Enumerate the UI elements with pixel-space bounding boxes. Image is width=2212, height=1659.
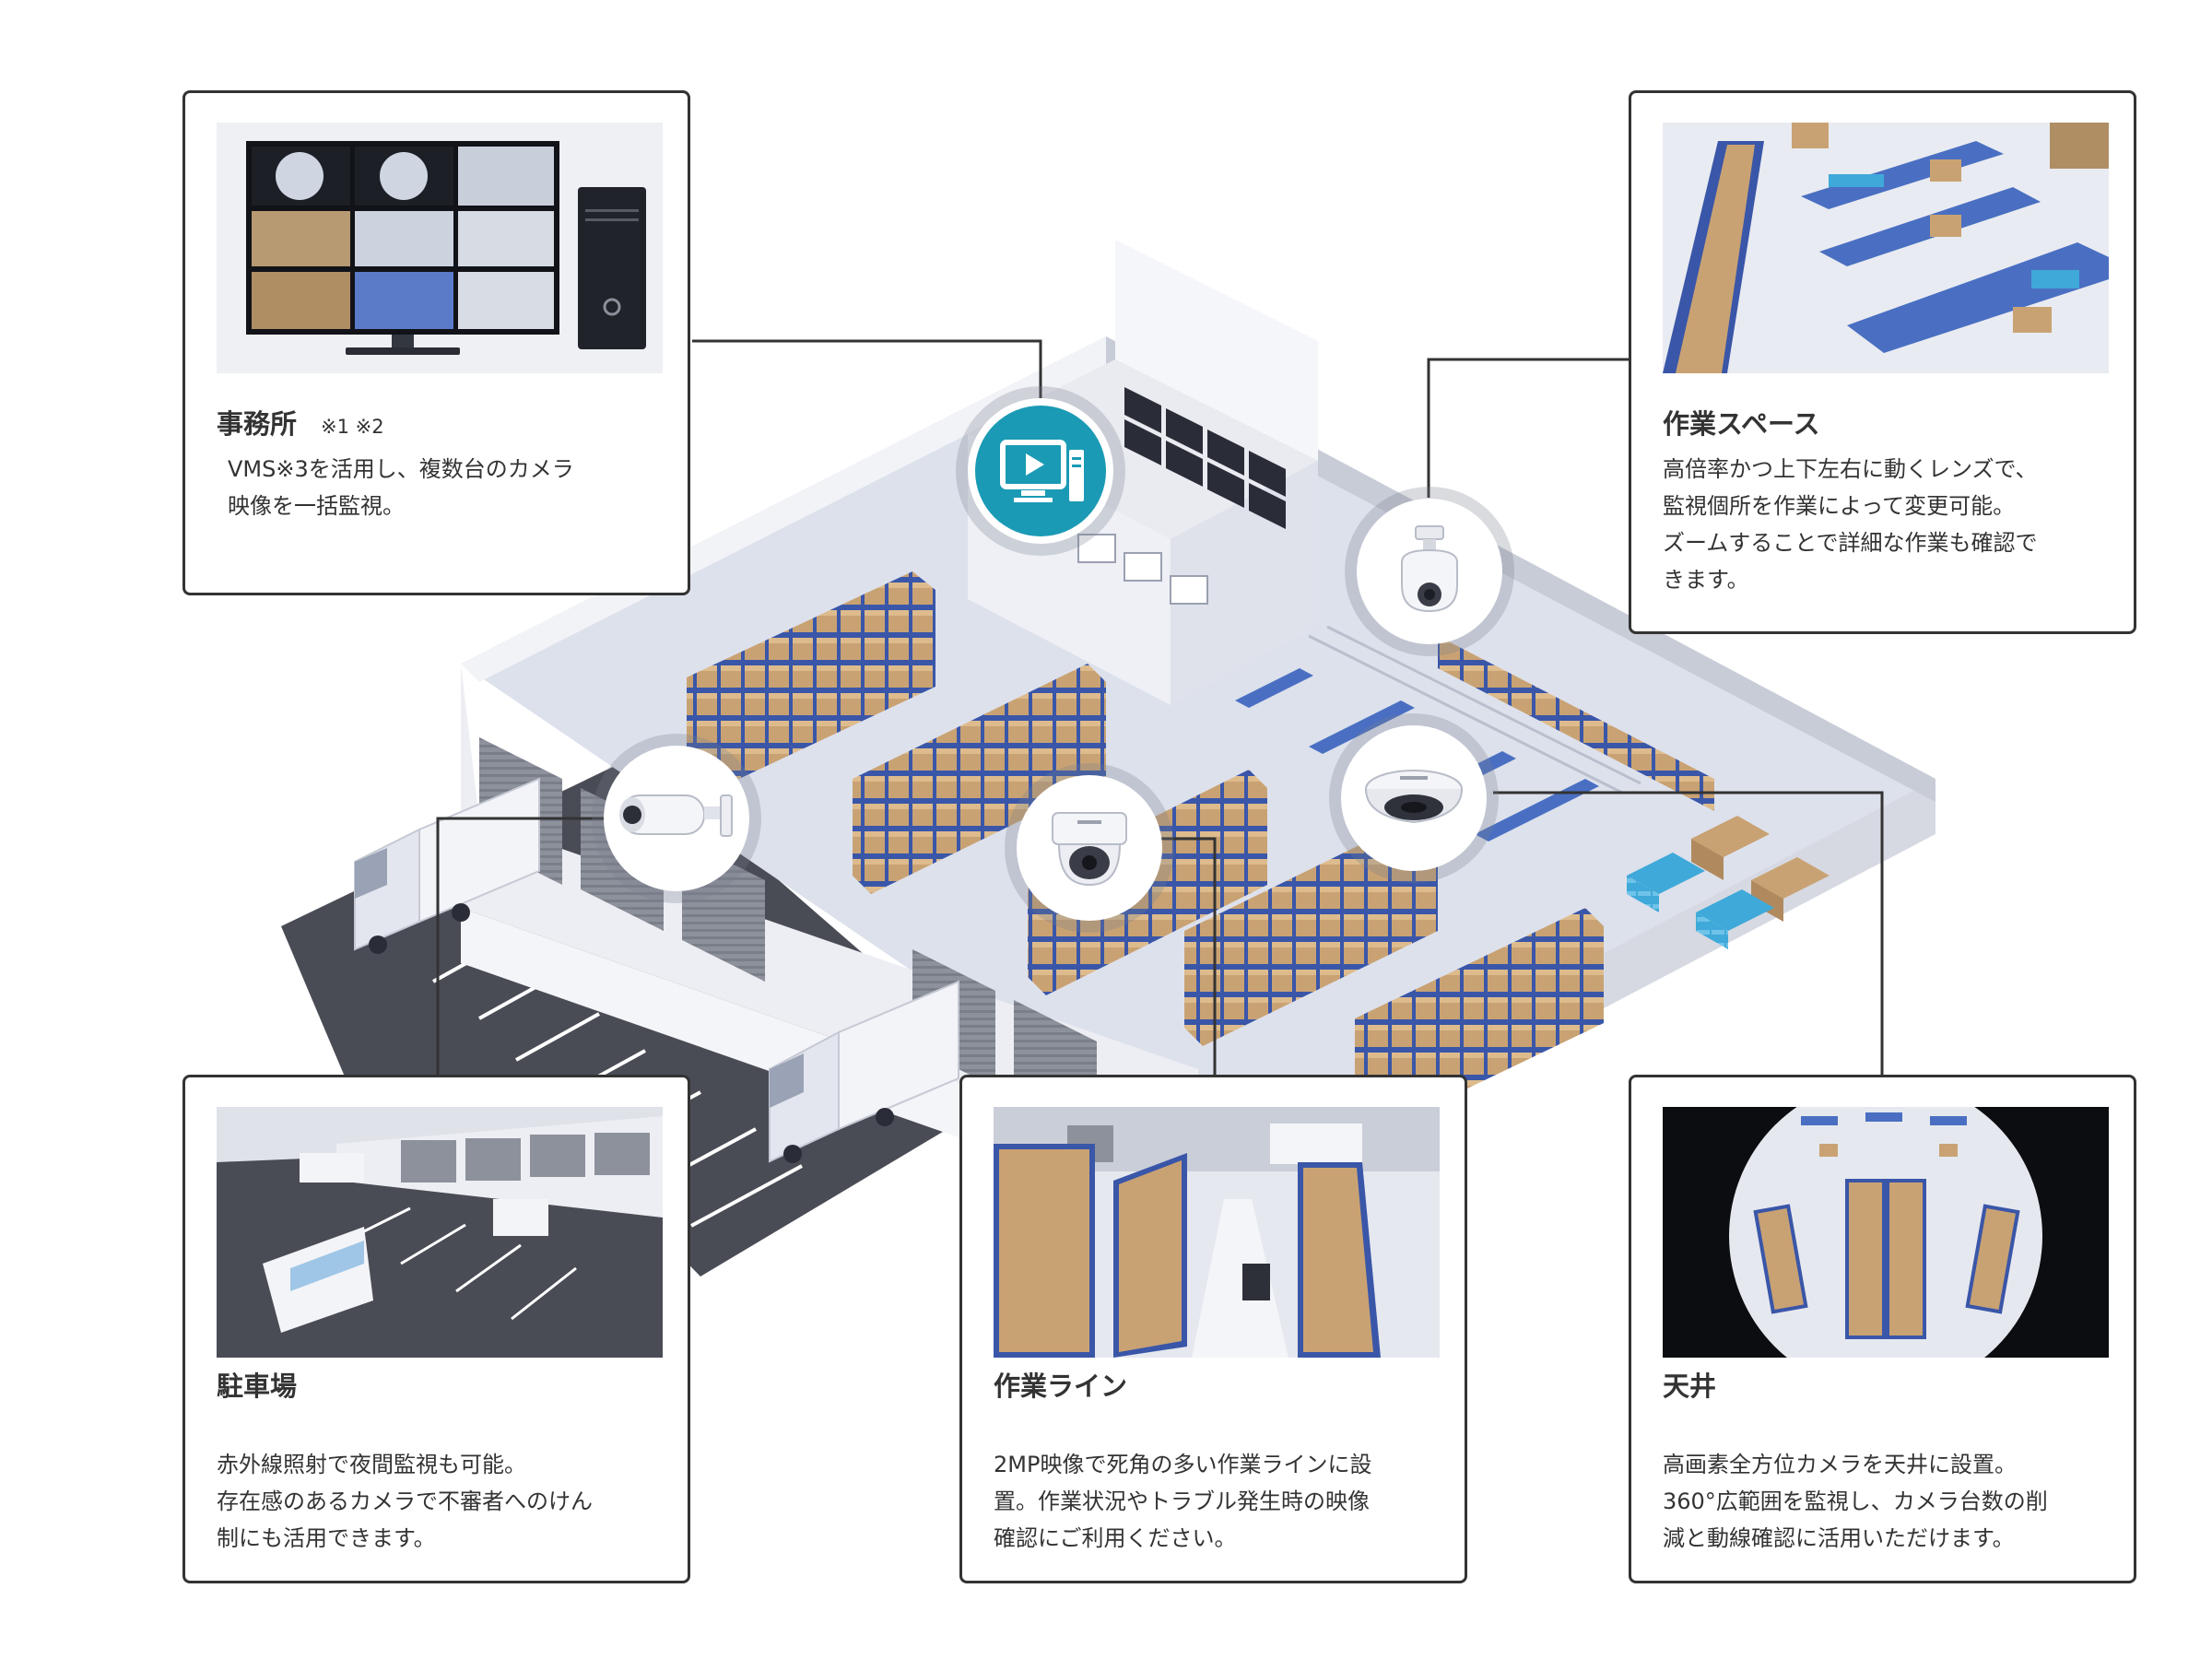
work-line-title: 作業ライン <box>994 1371 1128 1402</box>
parking-thumbnail <box>217 1107 663 1358</box>
parking-description: 赤外線照射で夜間監視も可能。 存在感のあるカメラで不審者へのけん 制にも活用でき… <box>217 1452 593 1551</box>
ceiling-description: 高画素全方位カメラを天井に設置。 360°広範囲を監視し、カメラ台数の削 減と動… <box>1663 1452 2048 1551</box>
work-line-thumbnail <box>994 1107 1440 1358</box>
office-title: 事務所※1 ※2 <box>217 408 384 440</box>
work-space-card: 作業スペース 高倍率かつ上下左右に動くレンズで、 監視個所を作業によって変更可能… <box>1629 90 2136 634</box>
monitor-icon <box>975 406 1106 536</box>
work-space-thumbnail <box>1663 123 2109 373</box>
dome-camera-icon <box>1052 812 1127 887</box>
ceiling-card: 天井 高画素全方位カメラを天井に設置。 360°広範囲を監視し、カメラ台数の削 … <box>1629 1075 2136 1583</box>
office-monitor-badge <box>956 386 1125 556</box>
work-space-title: 作業スペース <box>1663 408 1820 440</box>
floor-pallets <box>1627 816 1830 949</box>
fisheye-camera-icon <box>1365 770 1463 824</box>
connector-lines <box>436 339 1884 1075</box>
office-card: 事務所※1 ※2 VMS※3を活用し、複数台のカメラ 映像を一括監視。 <box>182 90 690 595</box>
office-description: VMS※3を活用し、複数台のカメラ 映像を一括監視。 <box>228 456 574 519</box>
bullet-camera-icon <box>619 794 733 837</box>
office-video-wall <box>1124 387 1286 529</box>
work-line-description: 2MP映像で死角の多い作業ラインに設 置。作業状況やトラブル発生時の映像 確認に… <box>994 1452 1372 1551</box>
truck-front <box>769 980 959 1163</box>
work-line-card: 作業ライン 2MP映像で死角の多い作業ラインに設 置。作業状況やトラブル発生時の… <box>959 1075 1467 1583</box>
ceiling-camera-badge <box>1329 713 1499 883</box>
parking-title: 駐車場 <box>217 1371 298 1402</box>
parking-card: 駐車場 赤外線照射で夜間監視も可能。 存在感のあるカメラで不審者へのけん 制にも… <box>182 1075 690 1583</box>
office-footnote: ※1 ※2 <box>321 416 384 438</box>
office-vms-thumbnail <box>217 123 663 373</box>
parking-camera-badge <box>592 734 761 903</box>
ceiling-fisheye-thumbnail <box>1663 1107 2109 1358</box>
work-space-camera-badge <box>1345 487 1514 656</box>
ceiling-title: 天井 <box>1663 1371 1717 1402</box>
ptz-camera-icon <box>1401 525 1458 613</box>
work-line-camera-badge <box>1005 763 1174 933</box>
truck-left <box>354 777 540 954</box>
work-space-description: 高倍率かつ上下左右に動くレンズで、 監視個所を作業によって変更可能。 ズームする… <box>1663 456 2038 593</box>
building-back-wall <box>461 336 1106 682</box>
